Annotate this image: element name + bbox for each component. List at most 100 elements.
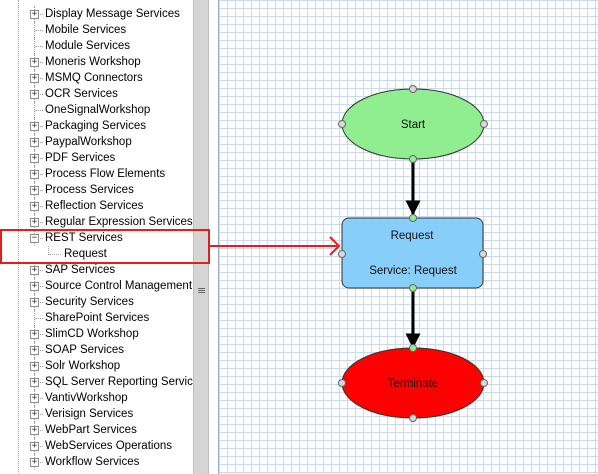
tree-item[interactable]: Mobile Services <box>0 22 193 38</box>
tree-item-label: WebServices Operations <box>45 440 172 452</box>
tree-item[interactable]: +OCR Services <box>0 86 193 102</box>
expand-icon[interactable]: + <box>30 329 39 339</box>
collapse-icon[interactable]: − <box>30 233 39 243</box>
tree-item[interactable]: +Packaging Services <box>0 118 193 134</box>
expand-icon[interactable]: + <box>30 185 39 195</box>
tree-item[interactable]: + MSMQ Connectors <box>0 70 193 86</box>
tree-branch-line <box>48 246 49 255</box>
start-port-right[interactable] <box>480 120 488 128</box>
tree-item[interactable]: +Reflection Services <box>0 198 193 214</box>
expand-icon[interactable]: + <box>30 361 39 371</box>
expand-icon[interactable]: + <box>30 9 39 19</box>
start-port-bottom[interactable] <box>409 155 417 163</box>
tree-item[interactable]: OneSignalWorkshop <box>0 102 193 118</box>
request-port-left[interactable] <box>338 250 346 258</box>
start-port-top[interactable] <box>409 85 417 93</box>
tree-item-label: Module Services <box>45 40 131 52</box>
tree-item[interactable]: +Solr Workshop <box>0 358 193 374</box>
tree-item[interactable]: +SlimCD Workshop <box>0 326 193 342</box>
tree-branch-line <box>35 446 43 447</box>
request-node-subtitle: Service: Request <box>369 265 457 277</box>
expand-icon[interactable]: + <box>30 441 39 451</box>
expand-icon[interactable]: + <box>30 153 39 163</box>
tree-item-label: SOAP Services <box>45 344 125 356</box>
tree-branch-line <box>35 94 43 95</box>
tree-item-label: Workflow Services <box>45 456 140 468</box>
tree-branch-line <box>35 414 43 415</box>
tree-item[interactable]: SharePoint Services <box>0 310 193 326</box>
request-port-bottom[interactable] <box>409 284 417 292</box>
expand-icon[interactable]: + <box>30 409 39 419</box>
start-port-left[interactable] <box>338 120 346 128</box>
tree-item[interactable]: + Source Control Management Se <box>0 278 193 294</box>
request-port-right[interactable] <box>479 250 487 258</box>
tree-item[interactable]: + WebServices Operations <box>0 438 193 454</box>
tree-item[interactable]: +SAP Services <box>0 262 193 278</box>
expand-icon[interactable]: + <box>30 217 39 227</box>
tree-branch-line <box>35 158 43 159</box>
tree-branch-line <box>34 102 35 118</box>
start-node[interactable]: Start <box>341 88 485 160</box>
expand-icon[interactable]: + <box>30 297 39 307</box>
workflow-diagram[interactable]: Start Request Service: Request Terminate <box>218 0 598 474</box>
expand-icon[interactable]: + <box>30 73 39 83</box>
tree-item[interactable]: + Verisign Services <box>0 406 193 422</box>
expand-icon[interactable]: + <box>30 121 39 131</box>
expand-icon[interactable]: + <box>30 377 39 387</box>
expand-icon[interactable]: + <box>30 345 39 355</box>
tree-branch-line <box>35 222 43 223</box>
tree-item[interactable]: +Display Message Services <box>0 6 193 22</box>
tree-item-label: SharePoint Services <box>45 312 150 324</box>
tree-item[interactable]: Module Services <box>0 38 193 54</box>
tree-child-item[interactable]: Request <box>0 246 193 262</box>
tree-item[interactable]: +Process Flow Elements <box>0 166 193 182</box>
terminate-node[interactable]: Terminate <box>341 347 485 419</box>
tree-item-label: Mobile Services <box>45 24 127 36</box>
tree-branch-line <box>34 22 35 38</box>
tree-item[interactable]: −REST Services <box>0 230 193 246</box>
tree-item[interactable]: +Regular Expression Services <box>0 214 193 230</box>
tree-branch-line <box>35 110 43 111</box>
tree-branch-line <box>34 38 35 54</box>
expand-icon[interactable]: + <box>30 457 39 467</box>
terminate-port-left[interactable] <box>338 379 346 387</box>
tree-item-label: Verisign Services <box>45 408 134 420</box>
tree-item-label: Source Control Management Se <box>45 280 193 292</box>
request-port-top[interactable] <box>409 214 417 222</box>
tree-branch-line <box>35 286 43 287</box>
expand-icon[interactable]: + <box>30 281 39 291</box>
tree-item[interactable]: +SQL Server Reporting Services <box>0 374 193 390</box>
tree-branch-line <box>49 254 61 255</box>
request-node-title: Request <box>391 230 435 242</box>
expand-icon[interactable]: + <box>30 201 39 211</box>
tree-item[interactable]: +Process Services <box>0 182 193 198</box>
tree-item[interactable]: +Security Services <box>0 294 193 310</box>
tree-item[interactable]: + VantivWorkshop <box>0 390 193 406</box>
tree-branch-line <box>35 62 43 63</box>
expand-icon[interactable]: + <box>30 57 39 67</box>
tree-item[interactable]: +WebPart Services <box>0 422 193 438</box>
tree-item-label: Request <box>64 248 107 260</box>
expand-icon[interactable]: + <box>30 265 39 275</box>
expand-icon[interactable]: + <box>30 89 39 99</box>
expand-icon[interactable]: + <box>30 137 39 147</box>
request-node[interactable]: Request Service: Request <box>341 217 484 289</box>
tree-item[interactable]: +PaypalWorkshop <box>0 134 193 150</box>
tree-item[interactable]: +Moneris Workshop <box>0 54 193 70</box>
splitter-grip-icon[interactable]: ≡ <box>197 284 207 297</box>
terminate-node-label: Terminate <box>388 378 439 390</box>
tree-item[interactable]: +PDF Services <box>0 150 193 166</box>
expand-icon[interactable]: + <box>30 169 39 179</box>
tree-item[interactable]: + Workflow Services <box>0 454 193 470</box>
expand-icon[interactable]: + <box>30 393 39 403</box>
expand-icon[interactable]: + <box>30 425 39 435</box>
tree-item-label: MSMQ Connectors <box>45 72 143 84</box>
tree-branch-line <box>35 430 43 431</box>
terminate-port-top[interactable] <box>409 344 417 352</box>
terminate-port-bottom[interactable] <box>409 414 417 422</box>
terminate-port-right[interactable] <box>480 379 488 387</box>
tree-item-label: VantivWorkshop <box>45 392 128 404</box>
connection-ports[interactable] <box>338 85 488 422</box>
tree-item[interactable]: + SOAP Services <box>0 342 193 358</box>
